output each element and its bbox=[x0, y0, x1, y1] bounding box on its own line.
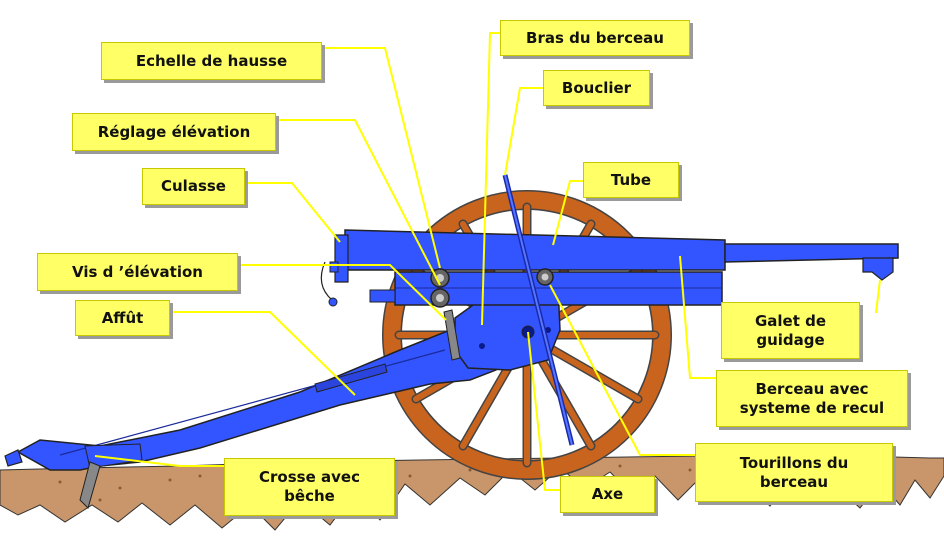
breech bbox=[320, 234, 349, 307]
label-vis-elevation: Vis d ’élévation bbox=[37, 253, 238, 291]
label-echelle-de-hausse: Echelle de hausse bbox=[101, 42, 322, 80]
label-reglage-elevation: Réglage élévation bbox=[72, 113, 276, 151]
leader-berceau-recul bbox=[679, 255, 716, 379]
leader-vis-elevation bbox=[238, 264, 447, 321]
leader-bras-du-berceau bbox=[481, 32, 500, 326]
leader-bouclier bbox=[504, 87, 543, 176]
barrel bbox=[344, 229, 899, 281]
leader-culasse bbox=[245, 182, 341, 243]
label-culasse: Culasse bbox=[142, 168, 245, 205]
label-bras-du-berceau: Bras du berceau bbox=[500, 20, 690, 56]
elevation-gears bbox=[430, 268, 461, 361]
leader-crosse-beche bbox=[94, 455, 224, 467]
leader-echelle-de-hausse bbox=[322, 47, 441, 269]
label-tube: Tube bbox=[583, 162, 679, 198]
label-crosse-beche: Crosse avec bêche bbox=[224, 458, 395, 516]
label-berceau-recul: Berceau avec systeme de recul bbox=[716, 370, 908, 427]
leader-affut bbox=[170, 311, 356, 396]
label-affut: Affût bbox=[75, 300, 170, 336]
leader-axe bbox=[527, 331, 560, 491]
leader-reglage-elevation bbox=[276, 119, 441, 286]
label-axe: Axe bbox=[560, 476, 655, 513]
label-galet-de-guidage: Galet de guidage bbox=[721, 302, 860, 359]
leader-tourillons bbox=[549, 284, 695, 456]
leader-lines bbox=[94, 32, 881, 491]
label-tourillons: Tourillons du berceau bbox=[695, 443, 893, 502]
leader-tube bbox=[552, 180, 583, 246]
leader-galet-de-guidage bbox=[875, 279, 881, 314]
label-bouclier: Bouclier bbox=[543, 70, 650, 106]
